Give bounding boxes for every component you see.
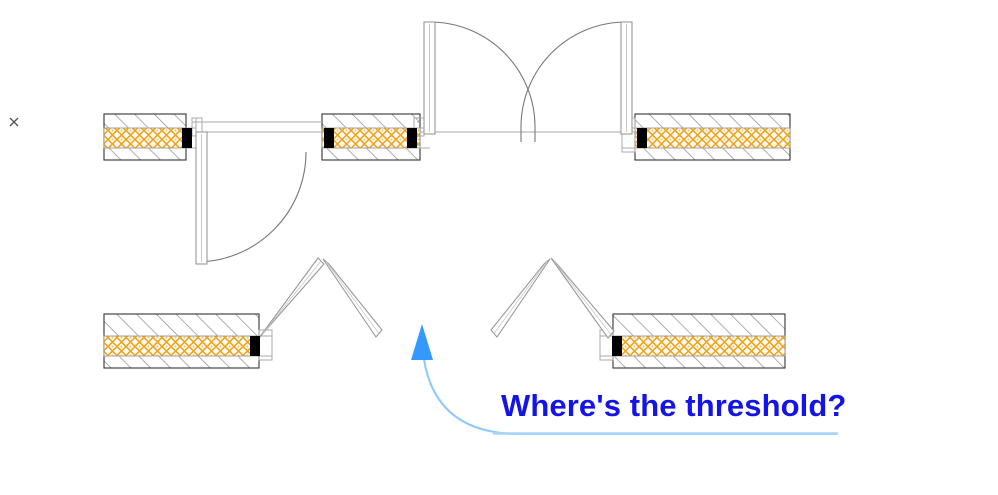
door-single-swing-left	[195, 131, 307, 265]
door-bifold-left	[258, 257, 383, 339]
wall-top-middle	[321, 113, 421, 161]
wall-top-left	[103, 113, 187, 161]
jamb-bottom-right	[612, 336, 622, 356]
door-jambs	[182, 128, 647, 356]
jamb-top-middle-left	[324, 128, 334, 148]
annotation-label: Where's the threshold?	[501, 388, 847, 423]
jamb-top-left	[182, 128, 192, 148]
wall-bottom-right	[612, 313, 786, 369]
jamb-top-right	[637, 128, 647, 148]
x-marker-icon	[9, 117, 19, 127]
arrowhead-icon	[411, 324, 433, 360]
jamb-top-middle-right	[407, 128, 417, 148]
wall-bottom-left	[103, 313, 260, 369]
door-double-swing-center	[423, 21, 633, 142]
wall-top-right	[634, 113, 791, 161]
jamb-bottom-left	[250, 336, 260, 356]
door-bifold-right	[490, 257, 615, 339]
